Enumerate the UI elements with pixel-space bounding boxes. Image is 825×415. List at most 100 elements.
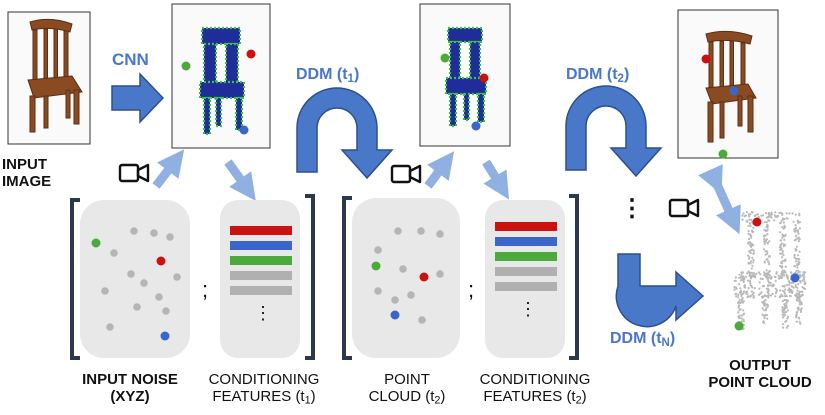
- point-cloud-point: [738, 304, 741, 307]
- right-bracket-1: [305, 194, 315, 360]
- point-cloud-point: [780, 293, 783, 296]
- point-cloud-point: [750, 218, 753, 221]
- point-cloud-point: [780, 271, 784, 274]
- point-cloud-point: [775, 271, 778, 274]
- point-cloud-point: [795, 234, 798, 238]
- point-cloud-point: [749, 260, 753, 263]
- point-cloud-point: [796, 219, 799, 222]
- ddm-t1-label: DDM (t1): [296, 66, 360, 85]
- point-cloud-point: [791, 212, 794, 215]
- point-cloud-point: [797, 254, 800, 257]
- point-cloud-point: [794, 226, 798, 229]
- point-cloud-point: [756, 213, 759, 216]
- point-cloud-point: [794, 247, 797, 251]
- point-cloud-point: [738, 316, 741, 319]
- point-cloud-point: [780, 219, 783, 222]
- point-cloud-point: [788, 283, 791, 286]
- point-cloud-point: [740, 272, 743, 275]
- point-cloud-point: [797, 240, 800, 243]
- point-cloud-point: [767, 273, 771, 276]
- point-cloud-point: [781, 226, 784, 229]
- point-cloud-point: [749, 251, 752, 255]
- point-cloud-point: [781, 326, 785, 329]
- point-cloud-point: [734, 293, 737, 296]
- camera-icon: [390, 164, 422, 184]
- point-cloud-point: [765, 238, 769, 241]
- point-cloud-point: [749, 233, 752, 237]
- point-cloud-point: [781, 300, 784, 303]
- point-cloud-point: [783, 285, 786, 288]
- point-cloud-point: [801, 279, 804, 282]
- point-cloud-point: [738, 309, 741, 312]
- point-cloud-point: [758, 287, 761, 290]
- point-cloud-point: [766, 226, 769, 229]
- point-cloud-point: [761, 296, 764, 299]
- point-cloud-point: [763, 271, 766, 274]
- point-cloud-point: [763, 242, 766, 245]
- point-cloud-point: [798, 270, 801, 274]
- camera-icon: [118, 163, 150, 183]
- point-cloud-point: [800, 290, 803, 293]
- point-cloud-point: [738, 314, 741, 317]
- point-cloud-point: [763, 229, 766, 232]
- point-cloud-point: [762, 214, 765, 217]
- point-cloud-point: [785, 273, 788, 276]
- point-cloud-point: [794, 284, 797, 287]
- point-cloud-point: [800, 307, 803, 310]
- point-cloud-point: [765, 212, 768, 215]
- point-cloud-point: [737, 283, 741, 286]
- point-cloud-point: [746, 272, 749, 275]
- point-cloud-point: [749, 277, 753, 280]
- point-cloud-point: [784, 313, 787, 316]
- point-cloud-point: [796, 229, 799, 232]
- point-cloud-point: [761, 307, 764, 310]
- point-cloud-point: [798, 290, 801, 293]
- point-cloud-point: [742, 212, 745, 215]
- point-cloud-point: [765, 250, 769, 253]
- point-cloud-point: [739, 279, 743, 282]
- point-cloud-point: [798, 273, 802, 277]
- point-cloud-point: [753, 272, 756, 275]
- point-cloud-point: [762, 320, 765, 323]
- conditioning-features-t2-label: CONDITIONING FEATURES (t2): [479, 371, 591, 407]
- point-cloud-point: [781, 295, 784, 298]
- point-cloud-point: [767, 280, 770, 283]
- point-cloud-point: [749, 282, 752, 285]
- point-cloud-point: [768, 284, 772, 287]
- left-bracket-2: [342, 196, 352, 360]
- point-cloud-point: [749, 294, 753, 297]
- point-cloud-point: [797, 236, 800, 239]
- point-cloud-point: [788, 281, 791, 284]
- point-cloud-point: [785, 283, 789, 286]
- point-cloud-point: [781, 306, 784, 309]
- point-cloud-point: [751, 256, 754, 259]
- point-cloud-point: [741, 297, 744, 300]
- cnn-label: CNN: [112, 50, 149, 69]
- point-cloud-point: [796, 272, 799, 275]
- point-cloud-point: [745, 211, 749, 214]
- point-cloud-point: [764, 299, 767, 302]
- ellipsis-vertical-icon: ⋮: [254, 303, 272, 323]
- point-cloud-point: [761, 301, 764, 304]
- point-cloud-point: [784, 265, 787, 268]
- point-cloud-point: [750, 210, 754, 214]
- point-cloud-point: [780, 261, 783, 264]
- point-cloud-point: [796, 263, 799, 266]
- point-cloud-point: [784, 233, 787, 236]
- point-cloud-point: [770, 275, 773, 278]
- point-cloud-point: [750, 290, 753, 293]
- point-cloud-point: [749, 222, 752, 225]
- point-cloud-point: [796, 266, 799, 269]
- point-cloud-point: [768, 240, 771, 243]
- point-cloud-point: [763, 315, 766, 318]
- point-cloud-point: [742, 280, 745, 284]
- conditioning-features-panel-1: [220, 200, 300, 358]
- point-cloud-point: [747, 261, 750, 264]
- point-cloud-point: [779, 295, 782, 298]
- point-cloud-point: [749, 213, 752, 216]
- point-cloud-point: [769, 215, 772, 218]
- point-cloud-point: [765, 287, 768, 290]
- point-cloud-point: [799, 310, 803, 313]
- point-cloud-point: [750, 267, 753, 270]
- point-cloud-point: [781, 236, 784, 239]
